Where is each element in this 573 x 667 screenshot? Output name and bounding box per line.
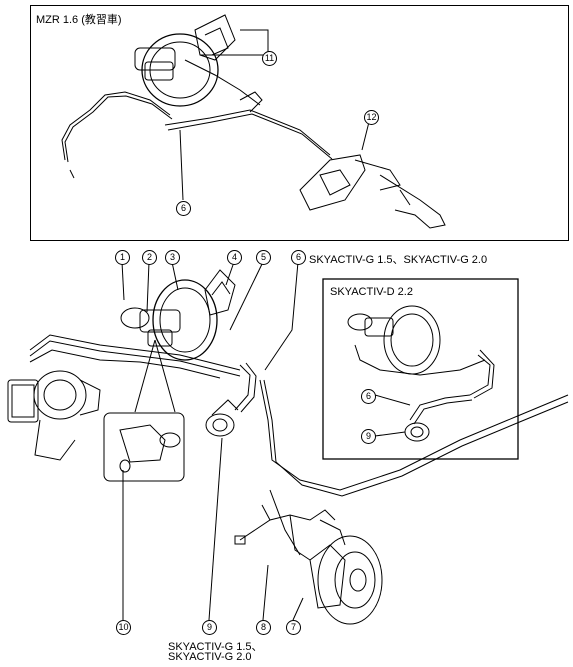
- abs-unit: [7, 370, 101, 461]
- main-booster: [152, 279, 218, 361]
- callout-5: 5: [256, 250, 271, 265]
- callout-3: 3: [165, 250, 180, 265]
- top-master-cylinder: [134, 47, 176, 71]
- mzr-title: MZR 1.6 (教習車): [36, 14, 122, 26]
- callout-10: 10: [116, 620, 131, 635]
- skyd-booster: [383, 305, 441, 375]
- callout-6-main: 6: [291, 250, 306, 265]
- callout-6-top: 6: [176, 201, 191, 216]
- callout-8: 8: [256, 620, 271, 635]
- skyd-frame: [322, 278, 519, 460]
- callout-4: 4: [227, 250, 242, 265]
- top-pedal-bracket: [299, 154, 366, 211]
- callout-6-d: 6: [361, 389, 376, 404]
- skyg-top-label: SKYACTIV-G 1.5、SKYACTIV-G 2.0: [309, 254, 488, 266]
- callout-1: 1: [115, 250, 130, 265]
- callout-9-d: 9: [361, 429, 376, 444]
- callout-9: 9: [202, 620, 217, 635]
- vacuum-pump-d: [404, 422, 430, 442]
- callout-11: 11: [262, 51, 277, 66]
- vacuum-pump-g: [205, 413, 235, 437]
- callout-2: 2: [142, 250, 157, 265]
- inset-reservoir-detail: [103, 412, 185, 482]
- front-brake-assembly: [309, 519, 383, 625]
- mzr-diagram-frame: [30, 5, 569, 241]
- callout-12: 12: [364, 110, 379, 125]
- skyg-bottom-label-2: SKYACTIV-G 2.0: [168, 651, 252, 663]
- skyd-label: SKYACTIV-D 2.2: [330, 286, 413, 298]
- callout-7: 7: [286, 620, 301, 635]
- skyg-bottom-label-1: SKYACTIV-G 1.5、: [168, 641, 263, 653]
